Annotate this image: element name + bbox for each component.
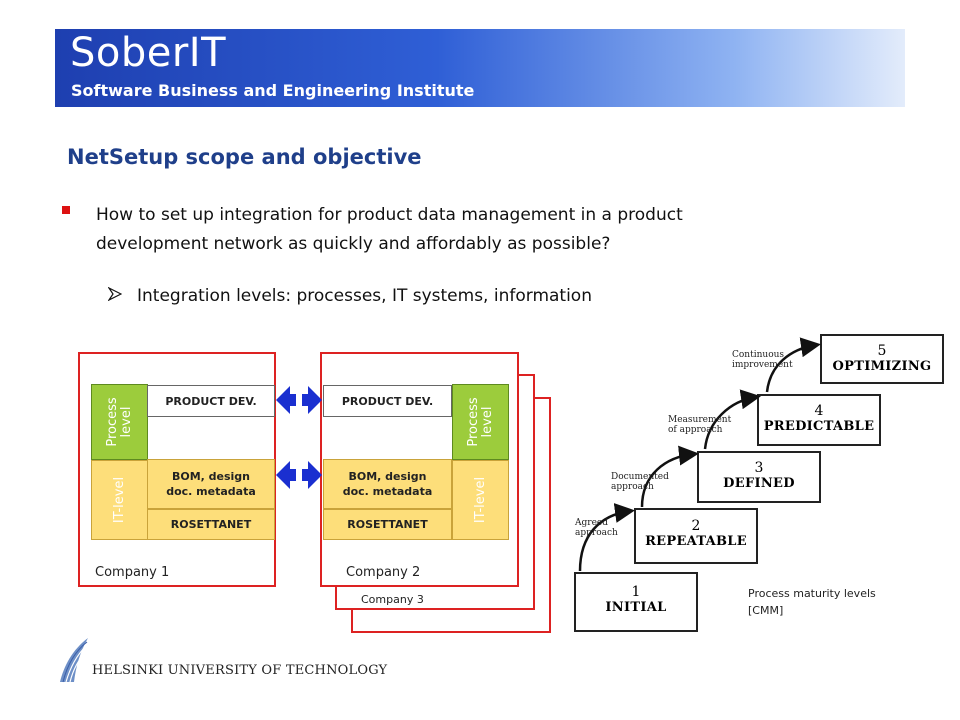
cmm-transition-1-l1: Agreed — [575, 518, 608, 528]
cmm-caption: Process maturity levels [CMM] — [748, 585, 876, 619]
cmm-level-3-name: DEFINED — [723, 476, 795, 491]
cmm-transition-4-l2: improvement — [732, 360, 793, 370]
cmm-transition-3-l2: of approach — [668, 425, 723, 435]
university-logo-icon — [60, 638, 88, 683]
company1-product-dev: PRODUCT DEV. — [147, 385, 275, 417]
cmm-transition-1: Agreed approach — [575, 518, 618, 538]
company2-process-label-2: level — [479, 406, 495, 438]
company1-bom-line1: BOM, design — [171, 470, 251, 483]
subbullet-text: Integration levels: processes, IT system… — [137, 286, 592, 306]
company2-rosettanet: ROSETTANET — [323, 509, 452, 540]
company2-process-label-1: Process — [465, 397, 481, 447]
cmm-level-1: 1 INITIAL — [574, 572, 698, 632]
company2-label: Company 2 — [346, 565, 421, 580]
cmm-level-2: 2 REPEATABLE — [634, 508, 758, 564]
bullet-text-line2: development network as quickly and affor… — [96, 234, 611, 254]
company3-label: Company 3 — [361, 593, 424, 606]
cmm-transition-2-l2: approach — [611, 482, 654, 492]
company1-it-level: IT-level — [91, 460, 148, 540]
company1-label: Company 1 — [95, 565, 170, 580]
cmm-transition-3: Measurement of approach — [668, 415, 731, 435]
arrow-bullet-icon — [108, 287, 122, 301]
company2-bom: BOM, design doc. metadata — [323, 459, 452, 509]
cmm-level-1-name: INITIAL — [605, 600, 667, 615]
cmm-transition-2-l1: Documented — [611, 472, 669, 482]
bullet-square-icon — [62, 206, 70, 214]
cmm-level-2-num: 2 — [691, 518, 701, 534]
cmm-level-4-num: 4 — [814, 403, 824, 419]
process-double-arrow-icon — [276, 386, 322, 414]
cmm-transition-1-l2: approach — [575, 528, 618, 538]
cmm-level-3-num: 3 — [754, 460, 764, 476]
cmm-level-5-name: OPTIMIZING — [832, 359, 932, 374]
cmm-level-1-num: 1 — [631, 584, 641, 600]
company2-it-label: IT-level — [472, 476, 488, 524]
slide-title: NetSetup scope and objective — [67, 145, 422, 169]
it-double-arrow-icon — [276, 461, 322, 489]
cmm-transition-4-l1: Continuous — [732, 350, 785, 360]
company1-process-label-2: level — [118, 406, 134, 438]
footer-university: HELSINKI UNIVERSITY OF TECHNOLOGY — [92, 663, 388, 678]
cmm-caption-line1: Process maturity levels — [748, 587, 876, 600]
cmm-caption-line2: [CMM] — [748, 604, 784, 617]
company2-bom-line2: doc. metadata — [342, 485, 433, 498]
company1-it-label: IT-level — [111, 476, 127, 524]
company2-bom-line1: BOM, design — [348, 470, 427, 483]
cmm-level-5: 5 OPTIMIZING — [820, 334, 944, 384]
cmm-level-2-name: REPEATABLE — [645, 534, 747, 549]
brand-subtitle: Software Business and Engineering Instit… — [71, 81, 475, 100]
cmm-transition-4: Continuous improvement — [732, 350, 793, 370]
company2-it-level: IT-level — [452, 460, 509, 540]
company1-rosettanet: ROSETTANET — [147, 509, 275, 540]
cmm-level-3: 3 DEFINED — [697, 451, 821, 503]
cmm-level-4: 4 PREDICTABLE — [757, 394, 881, 446]
cmm-transition-2: Documented approach — [611, 472, 669, 492]
company2-product-dev: PRODUCT DEV. — [323, 385, 452, 417]
company1-process-label-1: Process — [104, 397, 120, 447]
cmm-transition-arrows — [578, 337, 821, 572]
cmm-level-5-num: 5 — [877, 343, 887, 359]
brand-title: SoberIT — [70, 30, 227, 76]
bullet-text-line1: How to set up integration for product da… — [96, 205, 683, 225]
company1-bom-line2: doc. metadata — [166, 485, 256, 498]
cmm-level-4-name: PREDICTABLE — [763, 419, 875, 434]
header-banner — [55, 29, 905, 107]
company1-bom: BOM, design doc. metadata — [147, 459, 275, 509]
cmm-transition-3-l1: Measurement — [668, 415, 732, 425]
